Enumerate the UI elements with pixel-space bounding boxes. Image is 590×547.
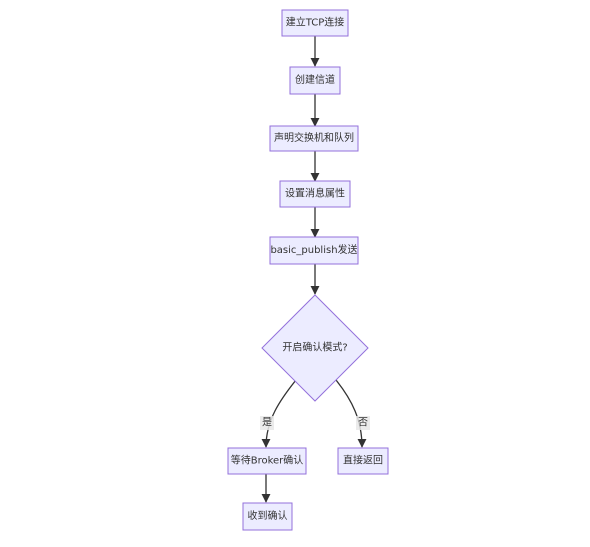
node-set-message-properties-label: 设置消息属性: [285, 187, 345, 200]
node-wait-broker-confirm-label: 等待Broker确认: [231, 454, 304, 467]
node-confirm-mode-decision-label: 开启确认模式?: [282, 341, 347, 354]
node-set-message-properties: 设置消息属性: [279, 180, 351, 208]
edge-label-no: 否: [356, 416, 370, 430]
node-confirm-received-label: 收到确认: [248, 509, 288, 522]
node-basic-publish-label: basic_publish发送: [270, 243, 357, 256]
node-establish-tcp: 建立TCP连接: [281, 9, 349, 37]
node-create-channel: 创建信道: [289, 66, 341, 95]
edge-label-no-text: 否: [358, 417, 368, 429]
node-establish-tcp-label: 建立TCP连接: [286, 16, 345, 29]
node-confirm-received: 收到确认: [242, 502, 293, 531]
node-declare-exchange-queue-label: 声明交换机和队列: [274, 131, 354, 144]
node-basic-publish: basic_publish发送: [269, 236, 359, 265]
node-declare-exchange-queue: 声明交换机和队列: [269, 125, 359, 152]
edge-decision-to-return: [335, 379, 367, 448]
edge-label-yes-text: 是: [262, 417, 272, 429]
edge-decision-to-wait: [261, 379, 297, 448]
node-create-channel-label: 创建信道: [295, 73, 335, 86]
node-return-directly: 直接返回: [337, 447, 389, 475]
node-wait-broker-confirm: 等待Broker确认: [227, 447, 307, 475]
edge-label-yes: 是: [260, 416, 274, 430]
node-return-directly-label: 直接返回: [343, 454, 383, 467]
node-confirm-mode-decision: 开启确认模式?: [261, 294, 369, 402]
